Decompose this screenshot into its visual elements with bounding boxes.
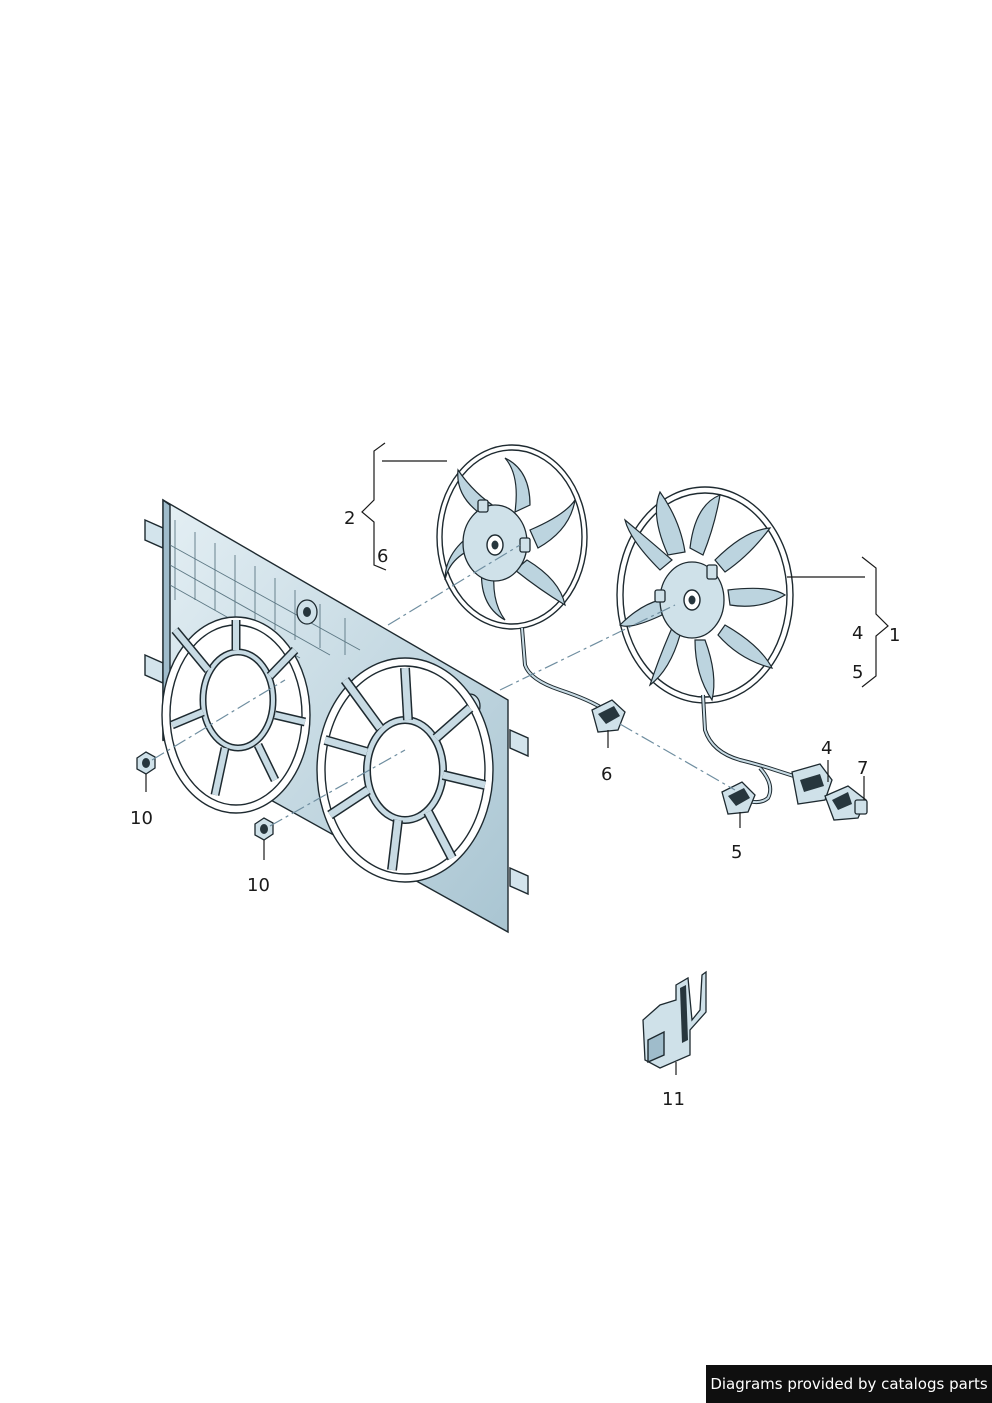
callout-5-upper: 5: [852, 662, 863, 683]
callout-6-lower: 6: [601, 764, 612, 785]
callout-5-lower: 5: [731, 842, 742, 863]
connector-5: [721, 781, 756, 815]
callout-4-upper: 4: [852, 623, 863, 644]
callout-11: 11: [662, 1089, 685, 1110]
left-fan-opening: [161, 616, 311, 814]
fan-shroud-frame: [144, 498, 529, 934]
small-fan-motor: [436, 444, 626, 733]
large-fan-motor: [616, 486, 833, 815]
callout-leaders: [145, 442, 889, 1075]
assembly-lines: [151, 544, 736, 827]
callout-10-left: 10: [130, 808, 153, 829]
connector-7: [824, 785, 868, 821]
callout-6-upper: 6: [377, 546, 388, 567]
callout-7: 7: [857, 758, 868, 779]
callout-labels: 2 6 1 4 5 6 4 7 5 10 10 11: [130, 508, 900, 1110]
callout-1: 1: [889, 625, 900, 646]
callout-10-lower: 10: [247, 875, 270, 896]
callout-2: 2: [344, 508, 355, 529]
callout-4-lower: 4: [821, 738, 832, 759]
connector-6: [591, 699, 626, 733]
connector-4: [791, 763, 833, 805]
cable-clip-11: [642, 970, 707, 1069]
right-fan-opening: [316, 657, 494, 883]
nut-10-lower: [254, 817, 274, 841]
nut-10-left: [136, 751, 156, 775]
credit-banner: Diagrams provided by catalogs parts: [706, 1365, 992, 1403]
